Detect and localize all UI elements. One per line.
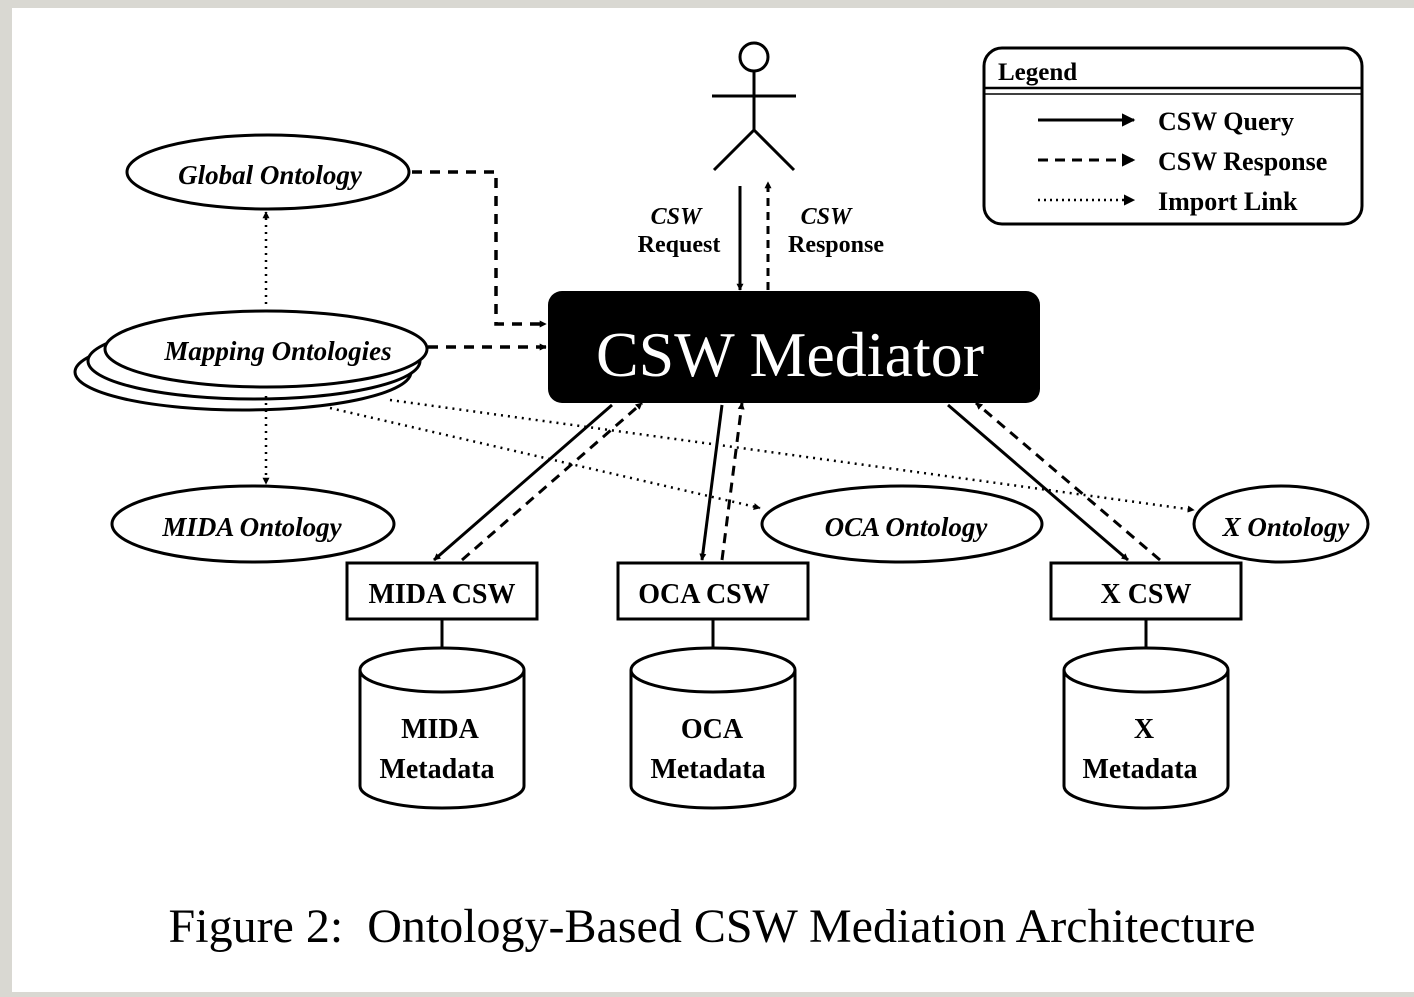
mida-metadata-database-icon [358, 646, 526, 810]
request-label-line2: Request [638, 232, 721, 258]
global-to-mediator-link [412, 170, 547, 328]
mida-to-mediator-response [461, 401, 643, 562]
global-ontology-ellipse [125, 133, 411, 211]
mida-ontology-label: MIDA Ontology [161, 512, 342, 542]
x-metadata-database-icon [1062, 646, 1230, 810]
legend-item-query: CSW Query [1158, 107, 1294, 136]
mida-ontology-ellipse [110, 484, 396, 564]
x-metadata-line2: Metadata [1082, 754, 1197, 785]
x-ontology-label: X Ontology [1222, 512, 1351, 542]
mapping-ontologies-stack [73, 309, 429, 412]
oca-ontology-label: OCA Ontology [825, 512, 989, 542]
mida-csw-box [345, 561, 539, 621]
x-ontology-ellipse [1192, 484, 1370, 564]
mediator-box [548, 291, 1040, 403]
oca-to-mediator-response [720, 402, 745, 561]
x-metadata-line1: X [1134, 714, 1154, 745]
legend-title: Legend [998, 59, 1077, 86]
mediator-to-oca-query [699, 404, 724, 561]
legend-frame [982, 46, 1364, 226]
csw-mediator: CSW Mediator [548, 291, 1040, 403]
mediator-label: CSW Mediator [596, 319, 984, 390]
oca-csw-label: OCA CSW [638, 579, 769, 610]
mapping-ontologies-label: Mapping Ontologies [163, 336, 391, 366]
mida-metadata-line1: MIDA [401, 714, 480, 745]
oca-metadata-line1: OCA [681, 714, 744, 745]
oca-metadata-database-icon [629, 646, 797, 810]
x-to-mediator-response [975, 401, 1161, 562]
mediator-to-mida-query [433, 403, 613, 562]
user-stick-figure-icon [712, 41, 796, 172]
figure-caption: Figure 2: Ontology-Based CSW Mediation A… [169, 900, 1256, 953]
x-csw-box [1049, 561, 1243, 621]
response-label-line1: CSW [801, 204, 853, 230]
global-ontology-label: Global Ontology [178, 160, 363, 190]
oca-csw-box [616, 561, 810, 621]
mida-metadata-line2: Metadata [379, 754, 494, 785]
legend: Legend CSW Query CSW Response Import Lin… [982, 46, 1364, 226]
legend-item-import: Import Link [1158, 187, 1298, 216]
legend-item-response: CSW Response [1158, 147, 1327, 176]
response-label-line2: Response [788, 232, 884, 258]
oca-metadata-line2: Metadata [650, 754, 765, 785]
oca-ontology-ellipse [760, 484, 1044, 564]
x-csw-label: X CSW [1100, 579, 1191, 610]
mida-csw-label: MIDA CSW [368, 579, 515, 610]
request-label-line1: CSW [651, 204, 703, 230]
mediator-to-x-query [947, 403, 1129, 562]
